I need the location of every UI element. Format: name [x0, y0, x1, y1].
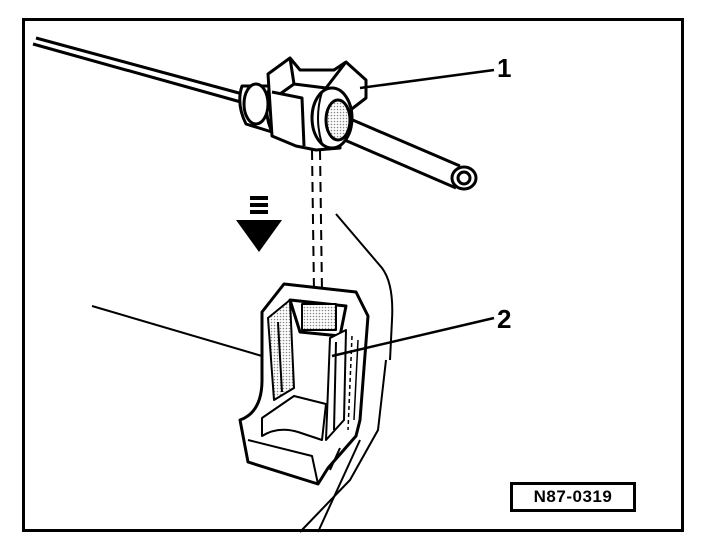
- callout-label-2: 2: [497, 304, 512, 334]
- figure-id-box: N87-0319: [510, 482, 636, 512]
- figure-id-text: N87-0319: [533, 487, 613, 506]
- callout-label-1: 1: [497, 53, 512, 83]
- leader-line-2: [331, 316, 495, 358]
- pipe: [32, 36, 478, 191]
- part-1-grommet: [238, 56, 368, 152]
- down-arrow-icon: [236, 196, 282, 252]
- part-2-holder: [238, 282, 370, 486]
- body-panel: [91, 213, 394, 533]
- alignment-line: [311, 149, 323, 293]
- leader-line-1: [359, 68, 495, 90]
